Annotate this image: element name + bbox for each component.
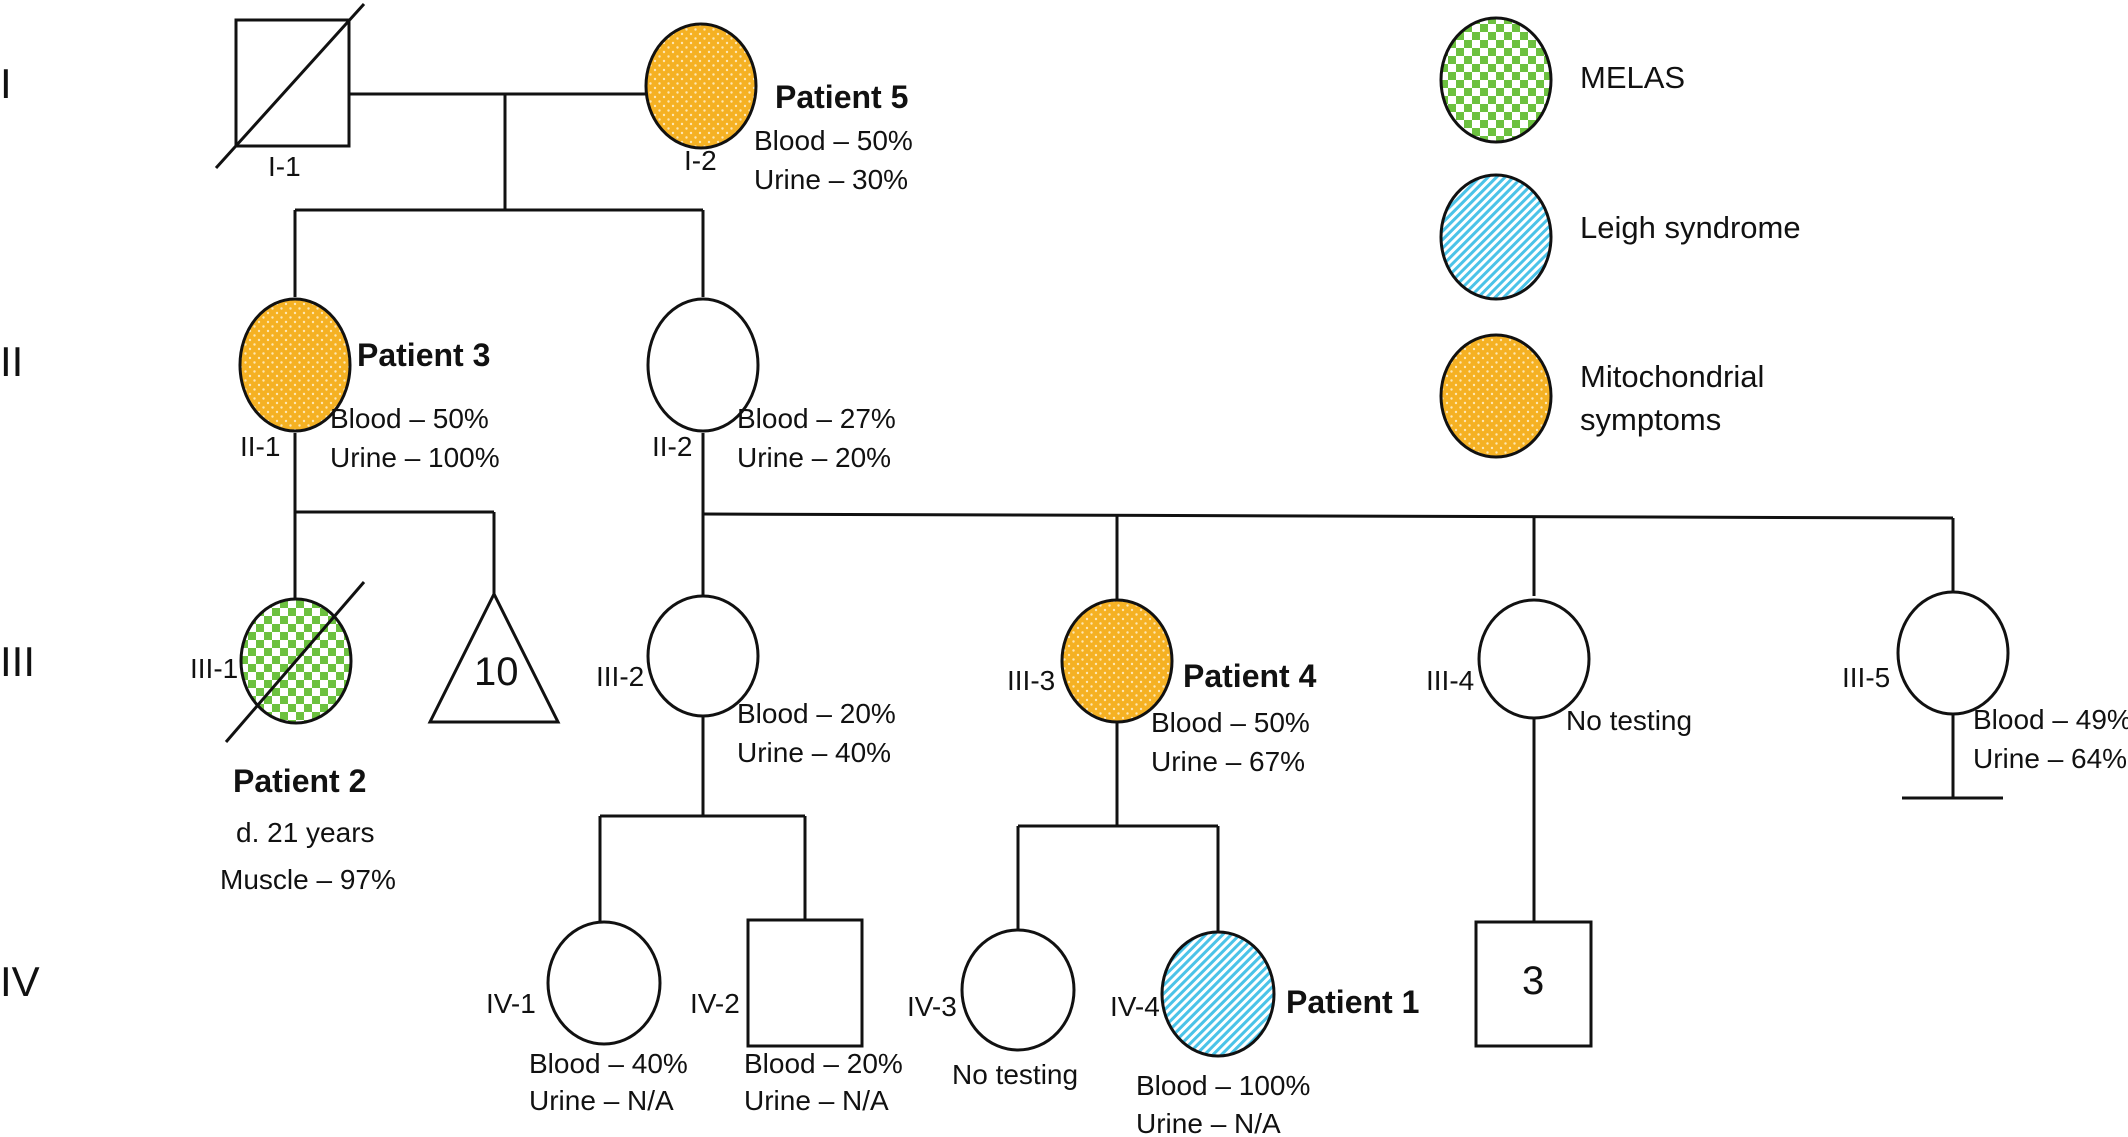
- legend-label: symptoms: [1580, 402, 1721, 437]
- individual-IV-4: IV-4 Patient 1 Blood – 100% Urine – N/A: [1110, 930, 1419, 1137]
- result-line: Blood – 50%: [1151, 707, 1310, 738]
- individual-id: III-2: [596, 661, 644, 692]
- individual-id: III-3: [1007, 665, 1055, 696]
- individual-III-5: III-5 Blood – 49% Urine – 64%: [1842, 590, 2128, 774]
- individual-id: IV-4: [1110, 991, 1160, 1022]
- legend-item-melas: MELAS: [1439, 16, 1685, 144]
- result-line: Urine – 67%: [1151, 746, 1305, 777]
- patient-label: Patient 1: [1286, 984, 1419, 1020]
- female-affected-symbol: [644, 22, 758, 150]
- result-line: No testing: [1566, 705, 1692, 736]
- individual-III-2: III-2 Blood – 20% Urine – 40%: [596, 594, 896, 768]
- legend-item-mitochondrial: Mitochondrial symptoms: [1439, 333, 1764, 459]
- individual-id: II-1: [240, 431, 280, 462]
- leigh-swatch: [1439, 173, 1553, 301]
- individual-id: IV-2: [690, 988, 740, 1019]
- individual-id: IV-1: [486, 988, 536, 1019]
- individual-I-2: I-2 Patient 5 Blood – 50% Urine – 30%: [644, 22, 913, 195]
- group-count: 3: [1522, 959, 1544, 1003]
- result-line: Blood – 50%: [330, 403, 489, 434]
- result-line: No testing: [952, 1059, 1078, 1090]
- result-line: Blood – 27%: [737, 403, 896, 434]
- individual-IV-3: IV-3 No testing: [907, 928, 1078, 1090]
- female-symbol: [546, 920, 662, 1046]
- individual-IV-2: IV-2 Blood – 20% Urine – N/A: [690, 918, 903, 1116]
- individual-II-2: II-2 Blood – 27% Urine – 20%: [646, 297, 896, 473]
- result-line: Blood – 20%: [744, 1048, 903, 1079]
- female-symbol: [646, 297, 760, 433]
- patient-label: Patient 5: [775, 79, 908, 115]
- individual-id: I-2: [684, 145, 717, 176]
- result-line: Urine – 20%: [737, 442, 891, 473]
- group-count: 10: [474, 650, 519, 694]
- legend: MELAS Leigh syndrome Mitochondrial sympt…: [1439, 16, 1801, 459]
- individual-III-4: III-4 No testing: [1426, 598, 1692, 736]
- melas-swatch: [1439, 16, 1553, 144]
- female-affected-symbol: [1160, 930, 1276, 1058]
- connection-lines: [293, 92, 2003, 932]
- result-line: Urine – 30%: [754, 164, 908, 195]
- deceased-slash: [224, 581, 366, 743]
- mitochondrial-swatch: [1439, 333, 1553, 459]
- sex-unknown-group-symbol: [427, 590, 561, 724]
- individual-III-1: III-1 Patient 2 d. 21 years Muscle – 97%: [190, 581, 396, 895]
- result-line: d. 21 years: [236, 817, 375, 848]
- generation-labels: I II III IV: [0, 60, 40, 1005]
- individual-II-1: Patient 3 II-1 Blood – 50% Urine – 100%: [238, 297, 500, 473]
- female-symbol: [1477, 598, 1591, 720]
- legend-label: Mitochondrial: [1580, 359, 1764, 394]
- result-line: Urine – N/A: [744, 1085, 889, 1116]
- individual-id: III-1: [190, 653, 238, 684]
- individual-III-3: III-3 Patient 4 Blood – 50% Urine – 67%: [1007, 598, 1317, 777]
- result-line: Urine – N/A: [529, 1085, 674, 1116]
- legend-item-leigh: Leigh syndrome: [1439, 173, 1801, 301]
- female-affected-symbol: [1060, 598, 1174, 724]
- result-line: Blood – 100%: [1136, 1070, 1310, 1101]
- sibship-group: 10: [427, 590, 561, 724]
- female-symbol: [1896, 590, 2010, 716]
- individual-id: I-1: [268, 151, 301, 182]
- result-line: Urine – 64%: [1973, 743, 2127, 774]
- individual-I-1: I-1: [214, 2, 366, 182]
- result-line: Blood – 40%: [529, 1048, 688, 1079]
- generation-label-3: III: [0, 638, 35, 685]
- female-symbol: [646, 594, 760, 718]
- female-symbol: [960, 928, 1076, 1052]
- result-line: Urine – 100%: [330, 442, 500, 473]
- result-line: Blood – 20%: [737, 698, 896, 729]
- male-symbol: [746, 918, 864, 1048]
- result-line: Muscle – 97%: [220, 864, 396, 895]
- patient-label: Patient 4: [1183, 658, 1317, 694]
- result-line: Urine – N/A: [1136, 1108, 1281, 1137]
- result-line: Urine – 40%: [737, 737, 891, 768]
- male-group-symbol: [1474, 920, 1593, 1048]
- individual-id: III-4: [1426, 665, 1474, 696]
- deceased-slash: [214, 2, 366, 170]
- legend-label: Leigh syndrome: [1580, 210, 1801, 245]
- generation-label-2: II: [0, 338, 23, 385]
- result-line: Blood – 49%: [1973, 704, 2128, 735]
- legend-label: MELAS: [1580, 60, 1685, 95]
- patient-label: Patient 2: [233, 763, 366, 799]
- female-affected-symbol: [238, 297, 352, 433]
- individual-id: IV-3: [907, 991, 957, 1022]
- generation-label-1: I: [0, 60, 12, 107]
- sibship-group: 3: [1474, 920, 1593, 1048]
- individual-id: II-2: [652, 431, 692, 462]
- result-line: Blood – 50%: [754, 125, 913, 156]
- patient-label: Patient 3: [357, 337, 490, 373]
- individual-IV-1: IV-1 Blood – 40% Urine – N/A: [486, 920, 688, 1116]
- individual-id: III-5: [1842, 662, 1890, 693]
- generation-label-4: IV: [0, 958, 40, 1005]
